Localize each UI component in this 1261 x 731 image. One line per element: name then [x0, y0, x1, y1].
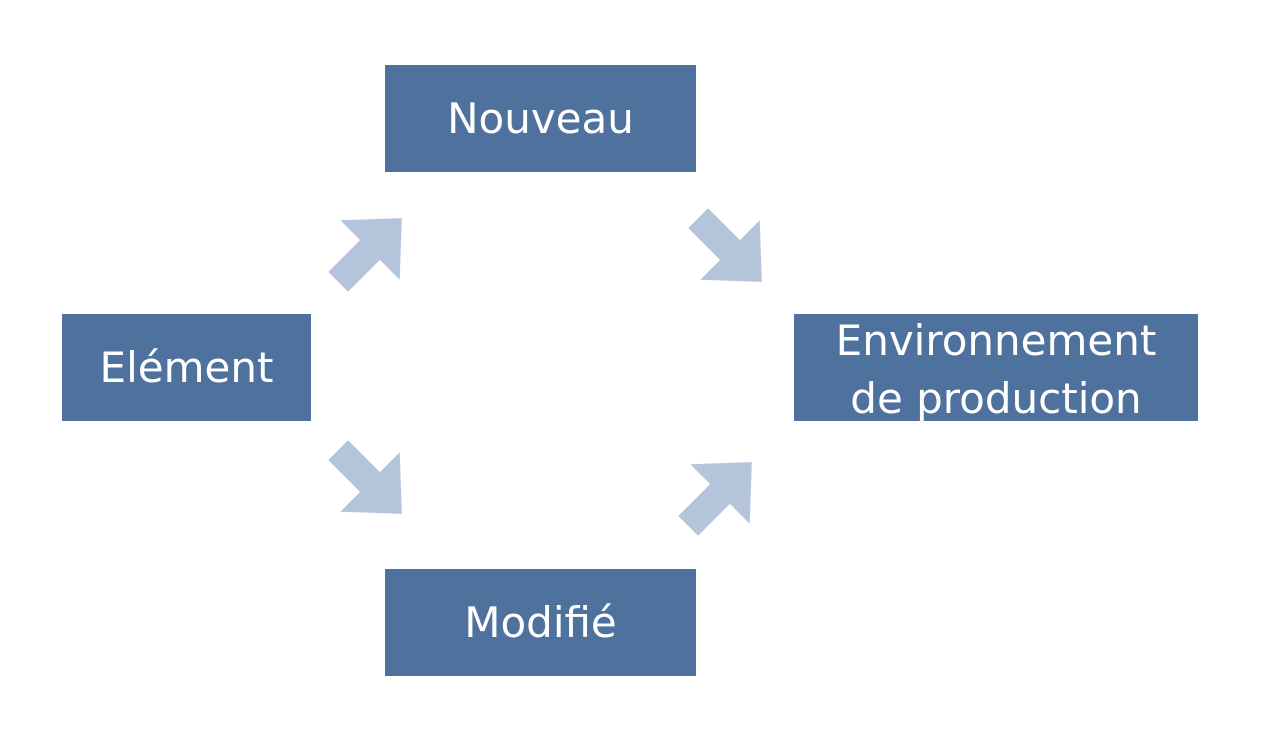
- arrow-modifie-to-environnement: [678, 462, 752, 536]
- node-nouveau-label: Nouveau: [447, 93, 634, 143]
- node-modifie-label: Modifié: [464, 597, 617, 647]
- node-environnement-de-production: Environnement de production: [794, 314, 1198, 423]
- arrow-element-to-modifie-shape: [328, 440, 402, 514]
- arrow-element-to-nouveau-shape: [328, 218, 402, 292]
- node-element-label: Elément: [99, 342, 274, 392]
- arrow-nouveau-to-environnement-shape: [688, 208, 762, 282]
- node-modifie: Modifié: [385, 569, 696, 676]
- node-environnement-label-line2: de production: [850, 373, 1142, 423]
- node-environnement-label-line1: Environnement: [835, 315, 1157, 365]
- arrow-nouveau-to-environnement: [688, 208, 762, 282]
- node-element: Elément: [62, 314, 311, 421]
- node-nouveau: Nouveau: [385, 65, 696, 172]
- arrow-modifie-to-environnement-shape: [678, 462, 752, 536]
- arrow-element-to-nouveau: [328, 218, 402, 292]
- arrow-element-to-modifie: [328, 440, 402, 514]
- node-environnement-label: Environnement de production: [836, 312, 1157, 428]
